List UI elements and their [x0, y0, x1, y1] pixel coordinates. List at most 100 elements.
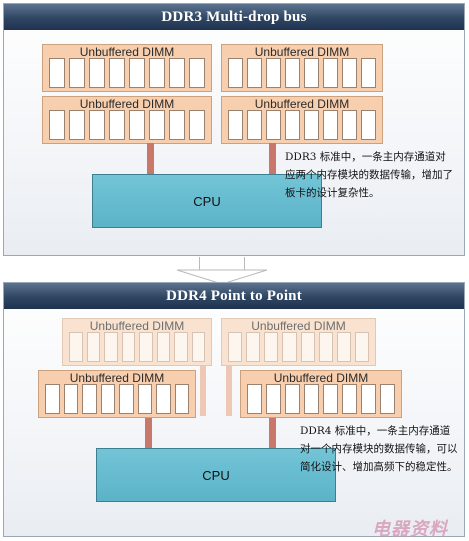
dimm-label: Unbuffered DIMM — [273, 371, 369, 385]
memory-chip — [149, 58, 165, 88]
memory-chip — [285, 384, 300, 414]
dimm-label: Unbuffered DIMM — [251, 319, 346, 333]
down-arrow-icon — [176, 269, 268, 285]
memory-chip — [380, 384, 395, 414]
memory-chip — [336, 332, 351, 362]
dimm-chips — [49, 58, 205, 88]
ddr3-dimm-top-left: Unbuffered DIMM — [42, 44, 212, 92]
ddr3-dimm-bottom-left: Unbuffered DIMM — [42, 96, 212, 144]
memory-chip — [69, 110, 85, 140]
memory-chip — [169, 110, 185, 140]
memory-chip — [361, 58, 376, 88]
ddr3-title: DDR3 Multi-drop bus — [4, 4, 464, 30]
memory-chip — [129, 58, 145, 88]
ddr3-note: DDR3 标准中，一条主内存通道对应两个内存模块的数据传输，增加了板卡的设计复杂… — [285, 151, 453, 199]
dimm-chips — [228, 332, 369, 362]
memory-chip — [228, 332, 243, 362]
memory-chip — [323, 58, 338, 88]
memory-chip — [354, 332, 369, 362]
memory-chip — [342, 58, 357, 88]
memory-chip — [285, 110, 300, 140]
memory-chip — [304, 110, 319, 140]
cpu-label: CPU — [202, 467, 230, 483]
dimm-label: Unbuffered DIMM — [79, 97, 175, 111]
ddr3-bus-left — [147, 143, 154, 175]
memory-chip — [342, 384, 357, 414]
memory-chip — [361, 110, 376, 140]
dimm-label: Unbuffered DIMM — [89, 319, 185, 333]
memory-chip — [45, 384, 60, 414]
memory-chip — [282, 332, 297, 362]
memory-chip — [121, 332, 135, 362]
watermark: 电器资料 — [372, 519, 448, 540]
ddr4-dimm-left: Unbuffered DIMM — [38, 370, 196, 418]
ddr4-dimm-faded-left: Unbuffered DIMM — [62, 318, 212, 366]
memory-chip — [156, 332, 170, 362]
memory-chip — [49, 58, 65, 88]
memory-chip — [69, 332, 83, 362]
dimm-label: Unbuffered DIMM — [79, 45, 175, 59]
memory-chip — [119, 384, 134, 414]
memory-chip — [323, 110, 338, 140]
ddr4-note: DDR4 标准中，一条主内存通道对一个内存模块的数据传输，可以简化设计、增加高频… — [300, 425, 458, 473]
memory-chip — [264, 332, 279, 362]
memory-chip — [137, 384, 152, 414]
memory-chip — [149, 110, 165, 140]
memory-chip — [69, 58, 85, 88]
ddr3-dimm-top-right: Unbuffered DIMM — [221, 44, 383, 92]
dimm-chips — [69, 332, 205, 362]
ddr4-cpu: CPU — [96, 448, 336, 502]
memory-chip — [228, 110, 243, 140]
memory-chip — [100, 384, 115, 414]
dimm-chips — [247, 384, 395, 414]
dimm-label: Unbuffered DIMM — [254, 97, 350, 111]
memory-chip — [189, 58, 205, 88]
memory-chip — [49, 110, 65, 140]
memory-chip — [323, 384, 338, 414]
memory-chip — [86, 332, 100, 362]
memory-chip — [169, 58, 185, 88]
memory-chip — [304, 384, 319, 414]
cpu-label: CPU — [193, 193, 221, 209]
memory-chip — [191, 332, 205, 362]
memory-chip — [247, 58, 262, 88]
memory-chip — [174, 332, 188, 362]
memory-chip — [109, 58, 125, 88]
dimm-chips — [45, 384, 189, 414]
ddr3-cpu: CPU — [92, 174, 322, 228]
memory-chip — [104, 332, 118, 362]
memory-chip — [266, 110, 281, 140]
ddr4-bus-faded-left — [200, 366, 206, 416]
memory-chip — [109, 110, 125, 140]
dimm-chips — [49, 110, 205, 140]
ddr4-bus-left — [145, 418, 152, 450]
memory-chip — [139, 332, 153, 362]
memory-chip — [300, 332, 315, 362]
dimm-label: Unbuffered DIMM — [69, 371, 165, 385]
memory-chip — [247, 110, 262, 140]
ddr4-title: DDR4 Point to Point — [4, 283, 464, 309]
dimm-label: Unbuffered DIMM — [254, 45, 350, 59]
memory-chip — [266, 384, 281, 414]
memory-chip — [342, 110, 357, 140]
memory-chip — [247, 384, 262, 414]
memory-chip — [266, 58, 281, 88]
ddr4-bus-faded-right — [226, 366, 232, 416]
memory-chip — [246, 332, 261, 362]
memory-chip — [304, 58, 319, 88]
arrow-shaft — [199, 257, 245, 271]
memory-chip — [129, 110, 145, 140]
memory-chip — [82, 384, 97, 414]
memory-chip — [318, 332, 333, 362]
ddr4-dimm-faded-right: Unbuffered DIMM — [221, 318, 376, 366]
ddr4-bus-right — [269, 418, 276, 450]
ddr3-dimm-bottom-right: Unbuffered DIMM — [221, 96, 383, 144]
memory-chip — [285, 58, 300, 88]
dimm-chips — [228, 58, 376, 88]
memory-chip — [361, 384, 376, 414]
ddr4-dimm-right: Unbuffered DIMM — [240, 370, 402, 418]
dimm-chips — [228, 110, 376, 140]
memory-chip — [174, 384, 189, 414]
memory-chip — [189, 110, 205, 140]
ddr3-bus-right — [269, 143, 276, 175]
